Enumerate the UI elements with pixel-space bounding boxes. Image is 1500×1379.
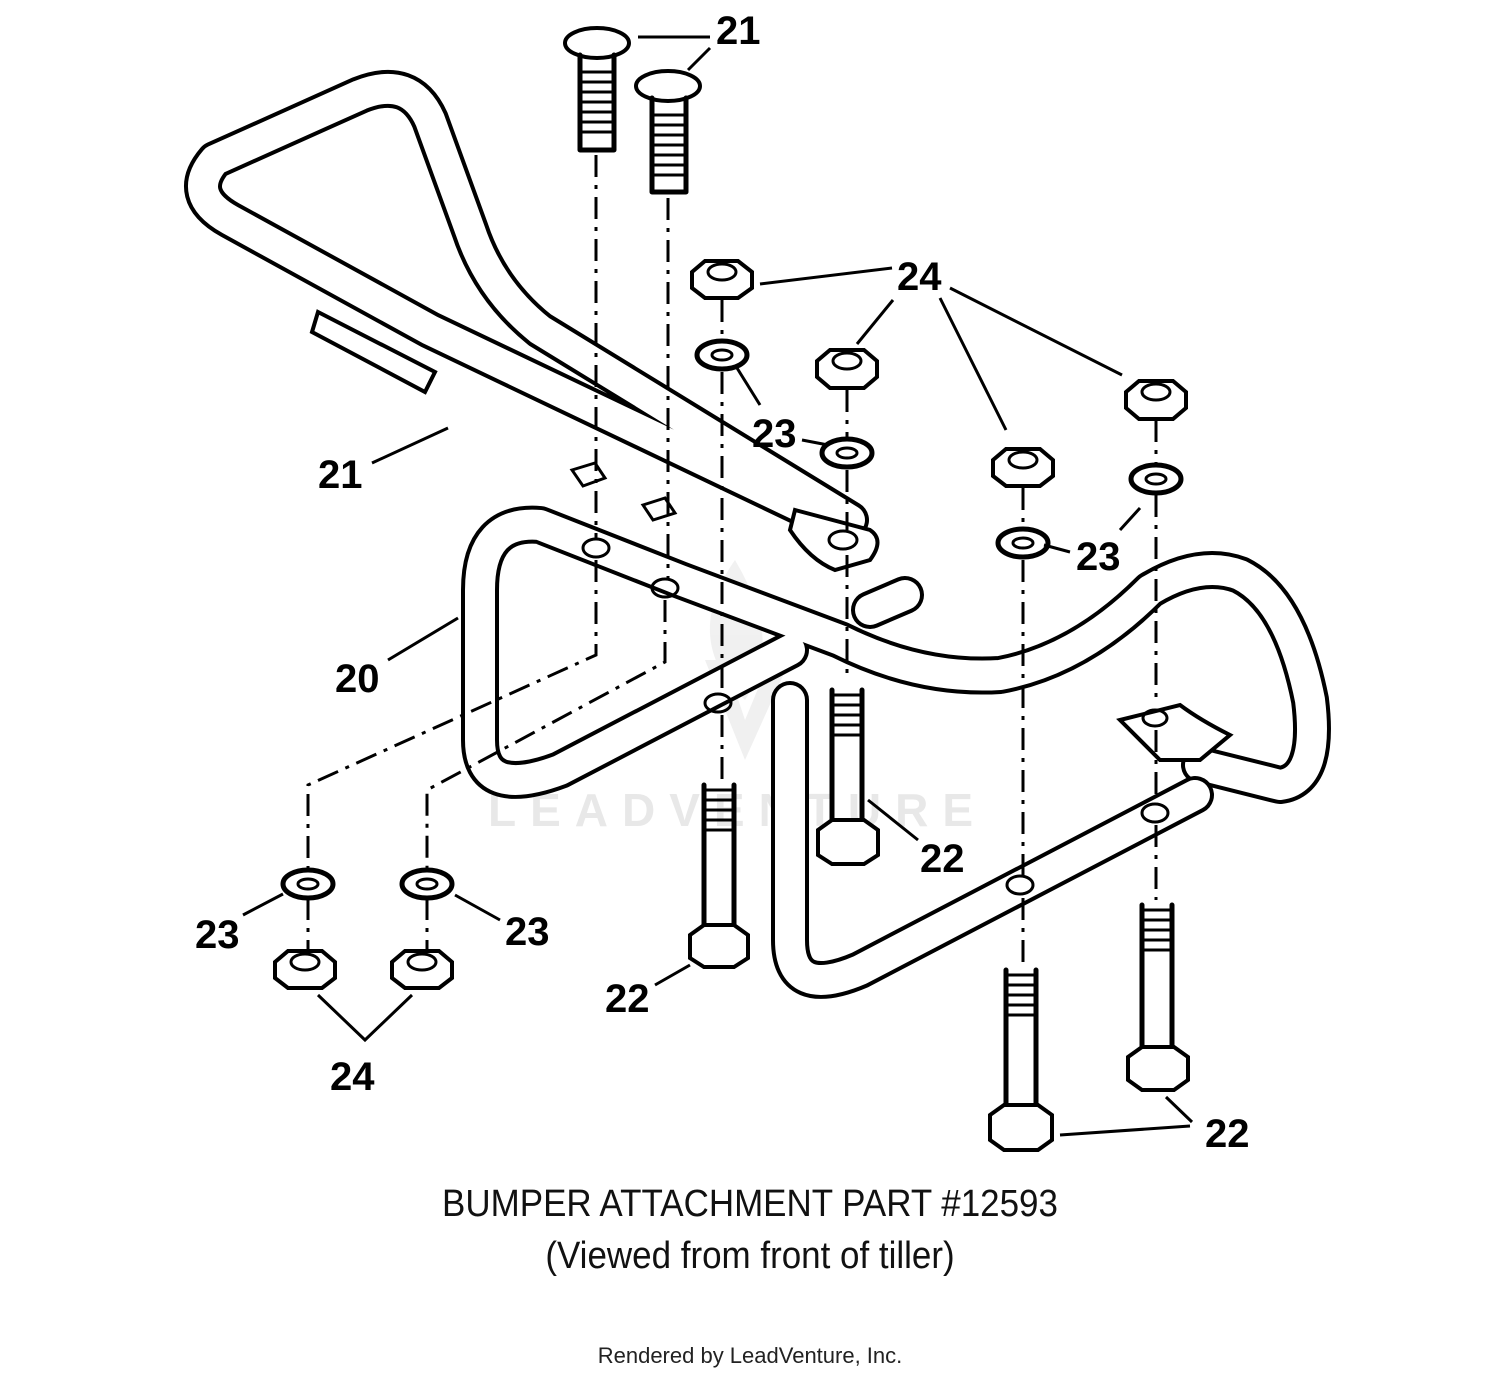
assembly-center-lines	[306, 155, 1158, 965]
diagram-caption: BUMPER ATTACHMENT PART #12593 (Viewed fr…	[60, 1178, 1440, 1282]
callout-20: 20	[335, 657, 380, 701]
hex-nut-6	[390, 949, 454, 990]
lock-washer-5	[280, 867, 336, 901]
callout-23-mid: 23	[752, 412, 797, 456]
callout-22-right: 22	[1205, 1112, 1250, 1156]
carriage-bolt-a	[563, 26, 631, 153]
render-credit: Rendered by LeadVenture, Inc.	[597, 1343, 903, 1368]
hex-bolt-right-front	[988, 967, 1054, 1152]
lock-washer-4	[1128, 462, 1184, 496]
watermark-text: LEADVENTURE	[488, 784, 987, 836]
hex-nut-4	[1124, 379, 1188, 421]
hex-nut-2	[815, 348, 879, 390]
hex-bolt-center	[816, 687, 880, 866]
callout-21-top: 21	[716, 9, 761, 53]
lock-washer-6	[399, 867, 455, 901]
lock-washer-3	[995, 526, 1051, 560]
callout-22-center: 22	[920, 837, 965, 881]
callout-23-right: 23	[1076, 535, 1121, 579]
callout-23-bottom-left: 23	[195, 913, 240, 957]
hex-nut-5	[273, 949, 337, 990]
caption-subtitle: (Viewed from front of tiller)	[545, 1235, 955, 1277]
hex-bolt-right-rear	[1126, 902, 1190, 1092]
lock-washer-2	[819, 436, 875, 470]
caption-title: BUMPER ATTACHMENT PART #12593	[442, 1183, 1058, 1225]
callouts: 21 21 20 24 23 23 22 23 23 22 24 22	[195, 9, 1250, 1156]
leader-lines	[242, 35, 1194, 1137]
lower-bumper-frame	[461, 505, 1331, 999]
callout-23-bottom-right: 23	[505, 910, 550, 954]
callout-21-left: 21	[318, 453, 363, 497]
hex-bolt-left	[688, 782, 750, 969]
carriage-bolt-b	[634, 69, 702, 195]
upper-bumper-bar	[184, 69, 880, 573]
hex-nut-1	[690, 259, 754, 300]
callout-22-left: 22	[605, 977, 650, 1021]
hex-nut-3	[991, 447, 1055, 488]
callout-24-bottom: 24	[330, 1055, 375, 1099]
callout-24-top: 24	[897, 255, 942, 299]
lock-washer-1	[694, 338, 750, 372]
